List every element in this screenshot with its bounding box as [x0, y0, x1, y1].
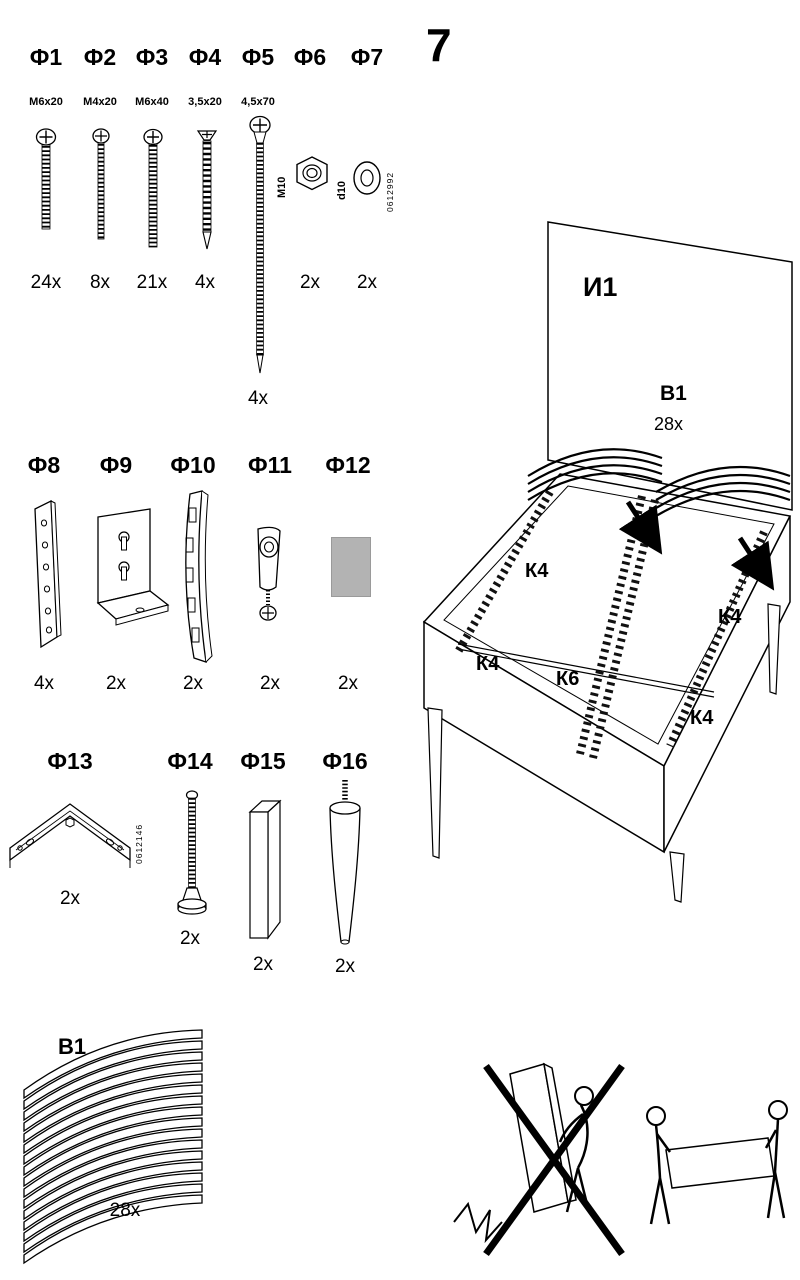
washer-f7-drawing [353, 161, 381, 195]
slat-stack-label: B1 [58, 1034, 87, 1059]
part-spec-f2: M4x20 [83, 96, 117, 108]
rail-label-3: К4 [476, 653, 500, 675]
screw-f3-drawing [143, 128, 163, 248]
part-count-f9: 2x [105, 673, 127, 694]
part-label-f8: Ф8 [27, 452, 61, 478]
part-label-f15: Ф15 [240, 748, 286, 774]
nut-f6-drawing [296, 156, 328, 191]
screw-f2-drawing [92, 128, 110, 240]
bed-frame-drawing [422, 221, 793, 903]
threaded-foot-f14-drawing [177, 790, 207, 915]
part-spec-f3: M6x40 [135, 96, 169, 108]
rail-label-4: К4 [690, 707, 714, 729]
washer-spec-vertical: d10 [336, 181, 348, 200]
screw-f4-drawing [196, 130, 218, 250]
square-leg-f15-drawing [248, 799, 282, 940]
part-count-f5: 4x [247, 388, 269, 409]
corner-plate-f13-drawing [9, 803, 131, 868]
part-label-f13: Ф13 [47, 748, 93, 774]
tapered-leg-f16-drawing [329, 780, 361, 945]
fitting-f11-drawing [257, 526, 281, 621]
part-label-f11: Ф11 [248, 452, 292, 478]
part-label-f4: Ф4 [188, 44, 222, 70]
part-count-f13: 2x [59, 888, 81, 909]
part-count-f7: 2x [356, 272, 378, 293]
part-label-f14: Ф14 [167, 748, 213, 774]
washer-part-number: 0612992 [385, 171, 395, 212]
part-label-f2: Ф2 [83, 44, 117, 70]
screw-f5-drawing [249, 115, 271, 374]
pad-f12-drawing [331, 537, 371, 597]
part-label-f16: Ф16 [322, 748, 368, 774]
part-count-f3: 21x [136, 272, 168, 293]
part-count-f1: 24x [30, 272, 62, 293]
part-label-f3: Ф3 [135, 44, 169, 70]
part-count-f10: 2x [182, 673, 204, 694]
part-count-f4: 4x [194, 272, 216, 293]
part-count-f16: 2x [334, 956, 356, 977]
part-count-f12: 2x [337, 673, 359, 694]
nut-spec-vertical: M10 [276, 176, 288, 198]
slat-stack-drawing [23, 1029, 203, 1264]
headboard-label: И1 [583, 272, 618, 302]
screw-f1-drawing [35, 128, 57, 230]
part-label-f10: Ф10 [170, 452, 216, 478]
corner-plate-part-number: 0612146 [134, 823, 144, 864]
bed-slats-count: 28x [654, 414, 684, 434]
part-label-f7: Ф7 [350, 44, 384, 70]
part-count-f11: 2x [259, 673, 281, 694]
part-count-f15: 2x [252, 954, 274, 975]
part-label-f1: Ф1 [29, 44, 63, 70]
part-count-f2: 8x [89, 272, 111, 293]
bed-slats-label: В1 [660, 382, 687, 405]
carry-warning-drawing [453, 1062, 788, 1257]
part-spec-f1: M6x20 [29, 96, 63, 108]
part-label-f5: Ф5 [241, 44, 275, 70]
part-spec-f5: 4,5x70 [241, 96, 275, 108]
page-number: 7 [426, 19, 452, 71]
part-count-f6: 2x [299, 272, 321, 293]
corner-bracket-f9-drawing [96, 508, 170, 626]
part-label-f6: Ф6 [293, 44, 327, 70]
curved-strip-f10-drawing [185, 490, 213, 663]
rail-label-2: К4 [718, 606, 742, 628]
part-label-f9: Ф9 [99, 452, 133, 478]
rail-label-1: К4 [525, 560, 549, 582]
part-spec-f4: 3,5x20 [188, 96, 222, 108]
slat-stack-count: 28x [109, 1200, 141, 1221]
part-label-f12: Ф12 [325, 452, 371, 478]
crossbar-label: К6 [556, 668, 580, 690]
plate-f8-drawing [34, 499, 62, 649]
part-count-f14: 2x [179, 928, 201, 949]
part-count-f8: 4x [33, 673, 55, 694]
